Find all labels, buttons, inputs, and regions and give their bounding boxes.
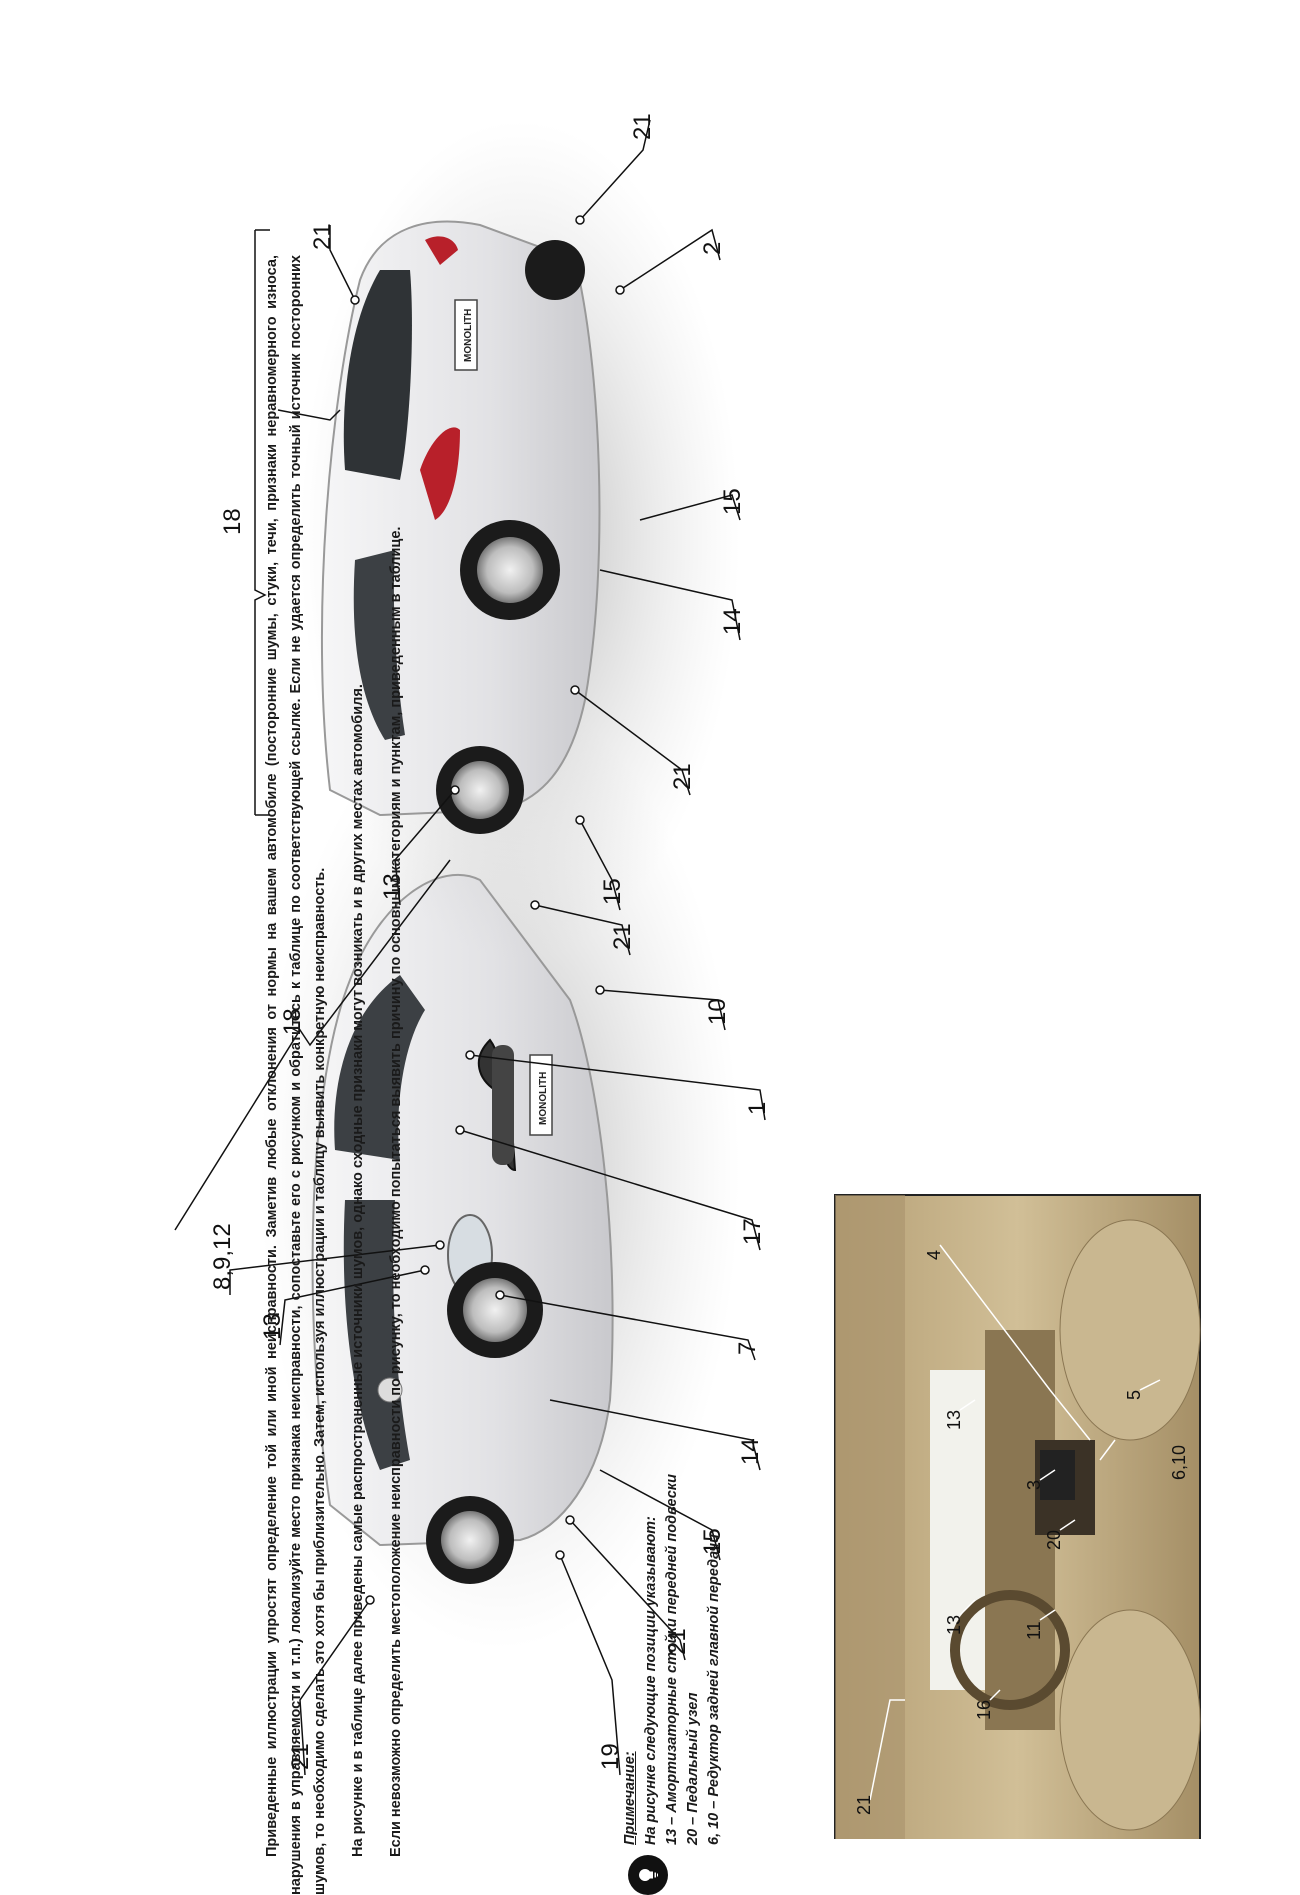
- callout-rear-21-left: 21: [309, 223, 336, 250]
- rear-car-illustration: MONOLITH: [300, 120, 740, 960]
- callout-rear-2: 2: [699, 242, 726, 255]
- front-leader-lines: [174, 859, 766, 1776]
- callout-int-16: 16: [974, 1700, 994, 1720]
- note-line-1: На рисунке следующие позиции указывают:: [643, 1516, 659, 1845]
- note-lines: Примечание: На рисунке следующие позиции…: [620, 1474, 725, 1845]
- text-block-rotated: Приведенные иллюстрации упростят определ…: [260, 255, 740, 1895]
- callout-rear-18: 18: [219, 508, 246, 535]
- interior-seat-right: [1059, 1609, 1201, 1831]
- callout-front-15: 15: [699, 1528, 726, 1555]
- rear-plate-text: MONOLITH: [463, 309, 474, 362]
- callout-front-10: 10: [704, 998, 731, 1025]
- front-car-illustration: MONOLITH: [260, 690, 740, 1650]
- callout-front-18: 18: [279, 1008, 306, 1035]
- callout-front-7: 7: [734, 1342, 761, 1355]
- interior-photo: [834, 1194, 1201, 1846]
- callout-int-6-10: 6,10: [1169, 1445, 1189, 1480]
- paragraph-if-impossible: Если невозможно определить местоположени…: [388, 526, 404, 1857]
- callout-front-1: 1: [744, 1102, 771, 1115]
- callout-int-21: 21: [854, 1795, 874, 1815]
- callout-front-21-left: 21: [287, 1743, 314, 1770]
- callout-rear-15-bottom: 15: [599, 878, 626, 905]
- callout-int-13-right: 13: [944, 1410, 964, 1430]
- callout-rear-14: 14: [719, 608, 746, 635]
- callout-int-11: 11: [1024, 1621, 1044, 1640]
- front-grille-mesh: [492, 1045, 514, 1165]
- front-mirror: [377, 1377, 403, 1403]
- paragraph-common-sources: На рисунке и в таблице далее приведены с…: [350, 684, 366, 1857]
- callout-rear-21-right: 21: [629, 113, 656, 140]
- rear-wheel-front-rim: [451, 761, 509, 819]
- callout-front-21-bottom: 21: [664, 1628, 691, 1655]
- callout-front-14: 14: [737, 1438, 764, 1465]
- note-title: Примечание:: [622, 1751, 638, 1845]
- callout-int-13-left: 13: [944, 1615, 964, 1635]
- callout-rear-21-bottom: 21: [669, 763, 696, 790]
- rear-side-windows: [353, 550, 405, 740]
- interior-screen: [1040, 1450, 1075, 1500]
- paragraph-intro: Приведенные иллюстрации упростят определ…: [264, 255, 328, 1895]
- callout-front-13: 13: [259, 1313, 286, 1340]
- callout-int-3: 3: [1024, 1480, 1044, 1490]
- front-wheel-front-rim: [463, 1278, 527, 1342]
- text-block-inner: Приведенные иллюстрации упростят определ…: [260, 255, 740, 1895]
- note-line-3: 20 – Педальный узел: [685, 1692, 701, 1846]
- callout-int-4: 4: [924, 1250, 944, 1260]
- callout-front-19: 19: [597, 1743, 624, 1770]
- manual-page: MONOLITH MONOLITH: [174, 113, 1201, 1895]
- front-plate-text: MONOLITH: [538, 1072, 549, 1125]
- callout-rear-13: 13: [379, 873, 406, 900]
- rear-plate: [454, 299, 478, 371]
- front-plate: [529, 1054, 553, 1136]
- front-windshield: [334, 975, 425, 1160]
- rear-tail-light-left: [420, 427, 460, 520]
- front-side-windows: [343, 1200, 410, 1470]
- note-line-2: 13 – Амортизаторные стойки передней подв…: [664, 1473, 680, 1845]
- callout-int-20: 20: [1044, 1530, 1064, 1550]
- note-line-4: 6, 10 – Редуктор задней главной передачи: [706, 1534, 722, 1845]
- rear-wheel-far: [525, 240, 585, 300]
- interior-steering-wheel: [950, 1590, 1070, 1710]
- interior-leader-lines: [869, 1244, 1161, 1801]
- rear-wheel-rear-rim: [477, 537, 543, 603]
- rear-callout-labels: 13 15 21 14 15 2 21 21 18: [219, 113, 746, 905]
- note-block: Примечание: На рисунке следующие позиции…: [620, 995, 740, 1895]
- callout-int-5: 5: [1124, 1390, 1144, 1400]
- rear-leader-lines: [254, 119, 741, 911]
- front-callout-labels: 21 19 21 15 14 7 13 8,9,12 17 1 10 21 18: [209, 923, 771, 1770]
- lightbulb-icon: [628, 1855, 668, 1895]
- rear-tail-light-right: [425, 236, 458, 265]
- interior-roof: [835, 1195, 905, 1845]
- callout-rear-15-top: 15: [719, 488, 746, 515]
- front-wheel-rear-rim: [441, 1511, 499, 1569]
- interior-callout-labels: 21 16 13 11 20 3 13 6,10 5 4: [854, 1250, 1189, 1815]
- callout-front-21-top: 21: [609, 923, 636, 950]
- rear-window: [343, 270, 412, 480]
- callout-front-17: 17: [739, 1218, 766, 1245]
- illustrations: MONOLITH MONOLITH: [174, 113, 1201, 1846]
- callout-front-8-9-12: 8,9,12: [209, 1223, 236, 1290]
- interior-seat-left: [1059, 1219, 1201, 1441]
